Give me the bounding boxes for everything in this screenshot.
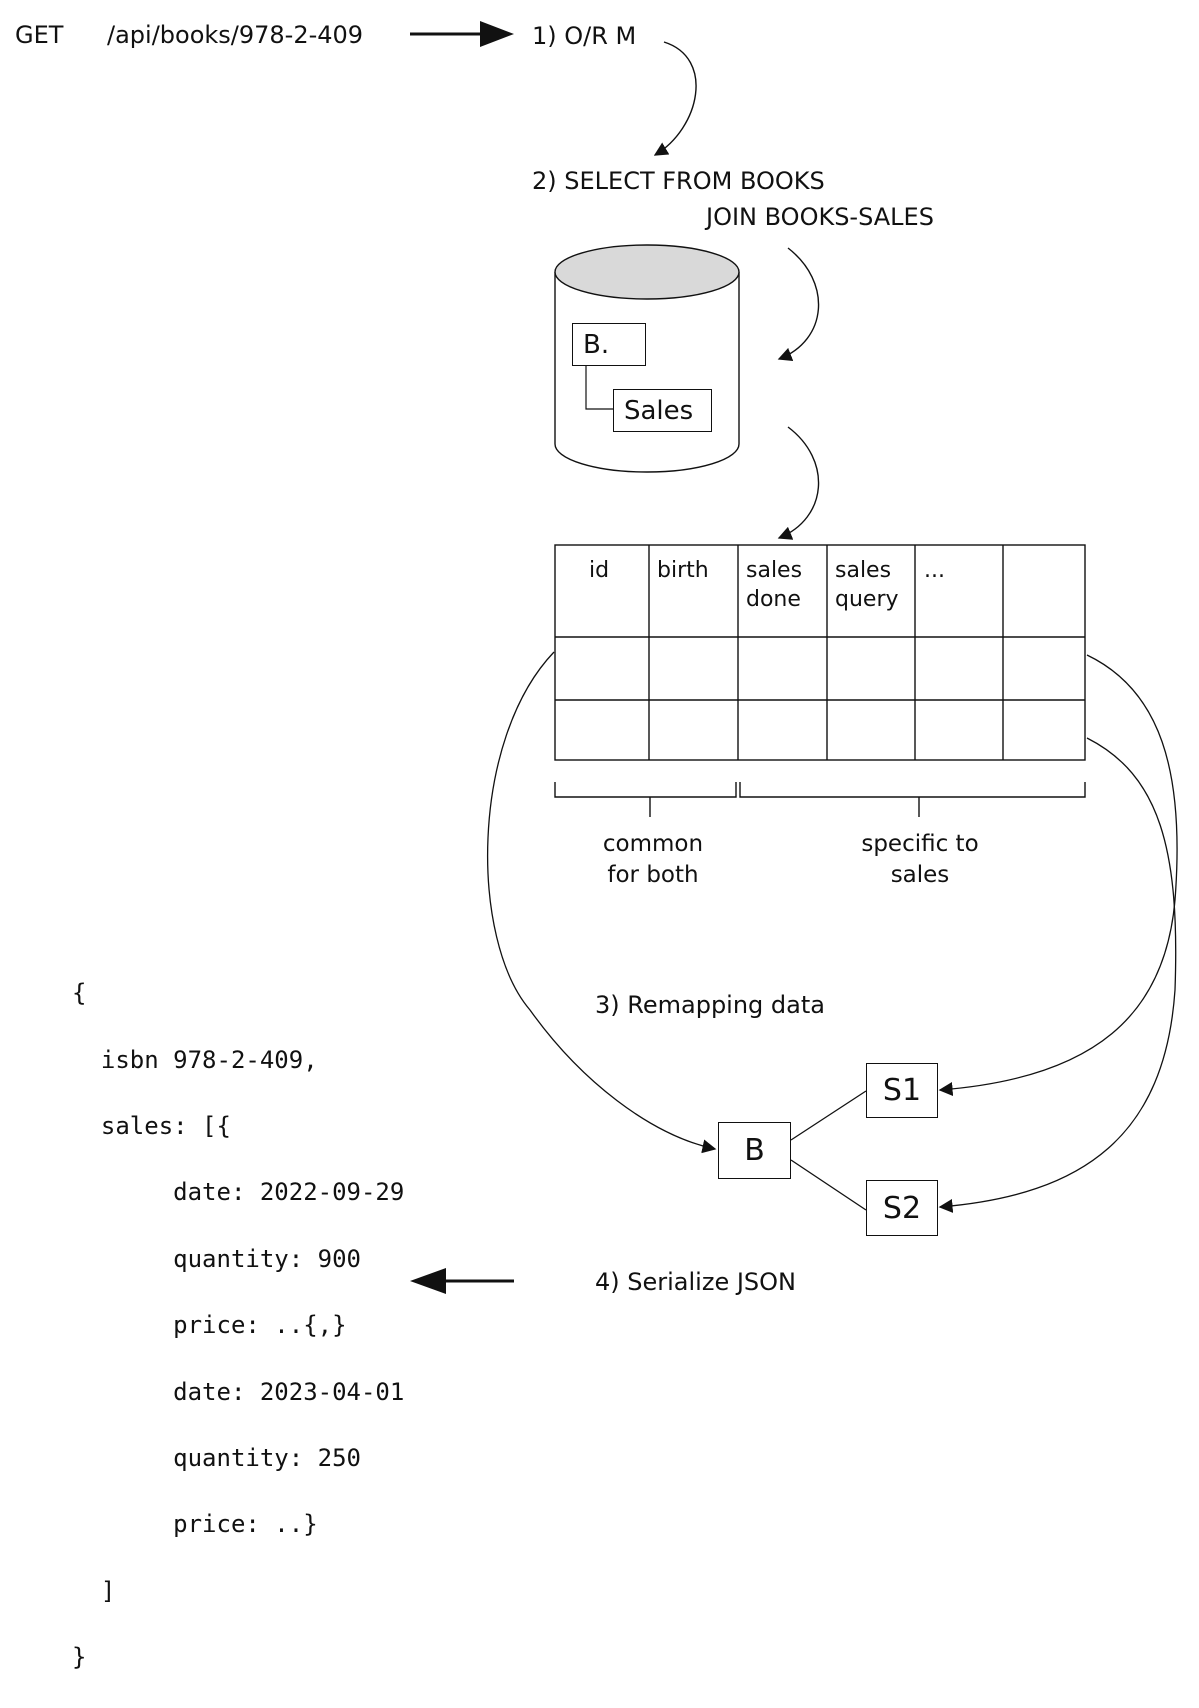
result-table-grid: [554, 544, 1086, 761]
json-line: date: 2023-04-01: [72, 1377, 405, 1406]
db-table-sales: Sales: [613, 389, 712, 432]
column-group-specific-line2: sales: [890, 861, 950, 888]
column-header-ellipsis-line1: ...: [924, 558, 945, 583]
json-line: isbn 978-2-409,: [72, 1045, 318, 1074]
column-header-sales-done-line1: sales: [746, 558, 803, 583]
json-output: { isbn 978-2-409, sales: [{ date: 2022-0…: [72, 944, 404, 1708]
column-header-sales-query-line2: query: [835, 587, 899, 613]
json-line: date: 2022-09-29: [72, 1178, 405, 1207]
remap-curve-to-b: [487, 651, 717, 1154]
column-group-common-line2: for both: [607, 861, 699, 888]
serialize-arrow: [410, 1268, 514, 1294]
object-node-s1: S1: [866, 1063, 938, 1118]
edge-b-s1: [790, 1090, 867, 1141]
db-table-books: B.: [572, 323, 646, 366]
column-header-sales-query-line1: sales: [835, 558, 892, 583]
json-line: quantity: 900: [72, 1244, 361, 1273]
http-method: GET: [15, 21, 64, 49]
json-line: quantity: 250: [72, 1444, 361, 1473]
json-line: ]: [72, 1576, 116, 1605]
step-1-label: 1) O/R M: [532, 22, 637, 50]
remap-curve-to-s2: [938, 737, 1177, 1213]
bracket-common: [554, 782, 737, 817]
json-line: {: [72, 979, 87, 1008]
step-4-label: 4) Serialize JSON: [595, 1268, 796, 1296]
curve-arrow-db-to-table: [777, 426, 820, 540]
column-header-sales-done-line2: done: [746, 587, 801, 613]
edge-b-s2: [790, 1159, 867, 1211]
column-group-specific-label: specific to sales: [850, 829, 990, 891]
curve-arrow-orm-to-select: [653, 41, 697, 156]
column-header-ellipsis: ...: [924, 556, 945, 585]
object-node-b: B: [718, 1122, 791, 1179]
column-group-common-label: common for both: [593, 829, 713, 891]
request-arrow: [410, 21, 514, 47]
column-group-common-line1: common: [602, 831, 704, 857]
column-header-id: id: [589, 556, 609, 585]
json-line: sales: [{: [72, 1112, 231, 1141]
column-header-birth: birth: [657, 556, 709, 585]
curve-arrow-select-to-db: [777, 247, 820, 361]
json-line: price: ..}: [72, 1510, 318, 1539]
column-header-sales-done: sales done: [746, 556, 802, 614]
column-header-id-line1: id: [589, 558, 610, 583]
column-group-specific-line1: specific to: [861, 831, 979, 857]
step-2-label-line2: JOIN BOOKS-SALES: [706, 203, 934, 231]
step-2-label-line1: 2) SELECT FROM BOOKS: [532, 167, 825, 195]
remap-curve-to-s1: [938, 654, 1178, 1097]
column-header-birth-line1: birth: [657, 558, 709, 583]
object-node-s2: S2: [866, 1180, 938, 1236]
json-line: price: ..{,}: [72, 1311, 347, 1340]
json-line: }: [72, 1643, 87, 1672]
column-header-sales-query: sales query: [835, 556, 899, 614]
step-3-label: 3) Remapping data: [595, 991, 825, 1019]
request-path: /api/books/978-2-409: [107, 21, 364, 49]
bracket-specific: [739, 782, 1086, 817]
